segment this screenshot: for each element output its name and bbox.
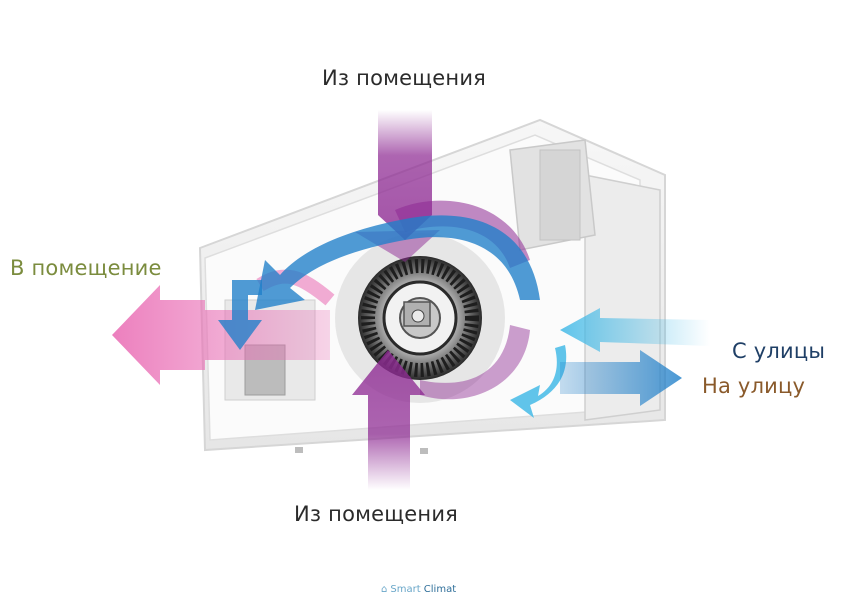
blower-fan — [335, 233, 505, 403]
watermark-brand-b: Climat — [423, 584, 457, 595]
watermark-brand-a: Smart — [390, 584, 421, 595]
house-icon: ⌂ — [381, 584, 388, 595]
watermark: ⌂Smart Climat — [381, 584, 456, 595]
label-from-room-top: Из помещения — [322, 66, 487, 90]
fresh-air-stream-arc — [218, 215, 540, 350]
label-from-room-bottom: Из помещения — [294, 502, 459, 526]
exhaust-to-outside-stream — [560, 350, 682, 406]
label-into-room: В помещение — [10, 256, 162, 280]
exhaust-air-stream-bottom — [352, 325, 530, 490]
label-from-outside: С улицы — [732, 339, 826, 363]
label-to-outside: На улицу — [702, 374, 806, 398]
outside-air-inflow — [510, 308, 710, 418]
